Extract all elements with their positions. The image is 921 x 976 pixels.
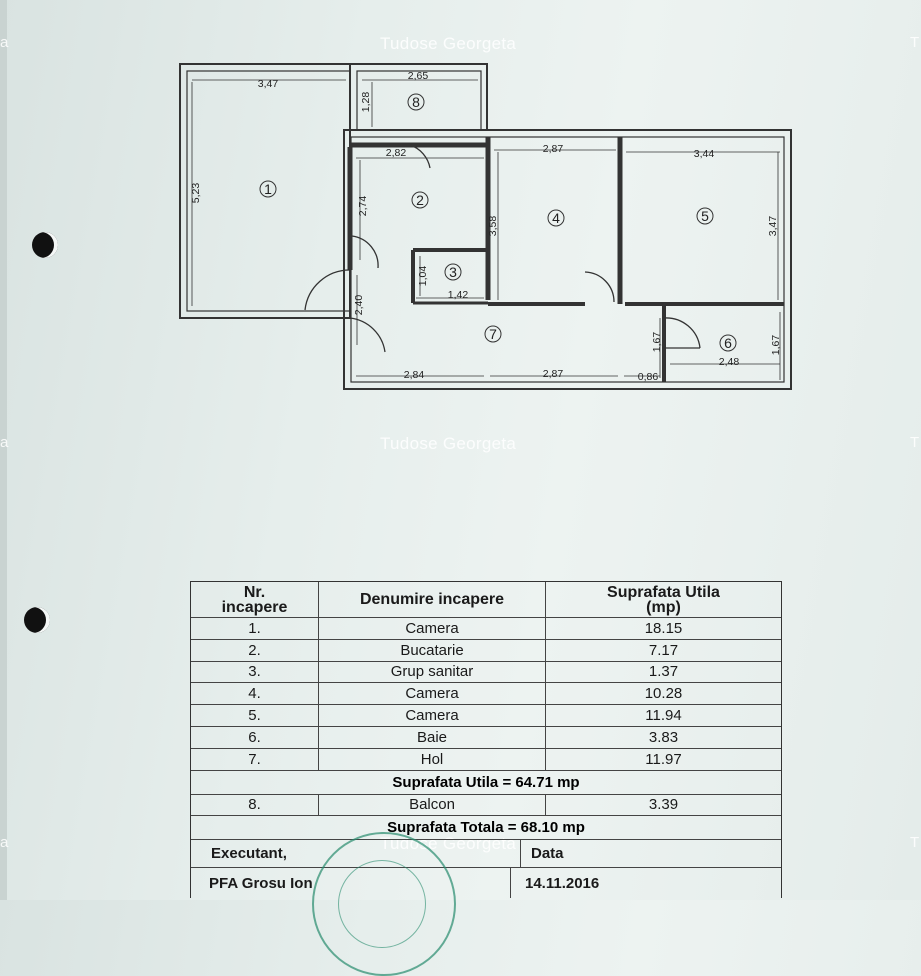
room-number-6: 6: [724, 335, 732, 351]
floor-plan: 1 2 3 4 5 6 7 8 3,47 5,23 2,65 1,28 2,82…: [179, 63, 792, 390]
balcony-row: 8. Balcon 3.39: [191, 794, 781, 817]
watermark-edge-left-bottom: a: [0, 834, 9, 851]
dim-r1-height: 5,23: [190, 183, 202, 204]
watermark-top: Tudose Georgeta: [380, 34, 517, 53]
table-row: 4. Camera 10.28: [191, 683, 781, 706]
watermark-edge-left-top: a: [0, 34, 9, 51]
dim-r4-height: 3,58: [487, 216, 499, 237]
room-number-1: 1: [264, 181, 272, 197]
executant-label: Executant,: [191, 840, 521, 868]
dim-r6-height-left: 1,67: [651, 332, 663, 353]
room-number-3: 3: [449, 264, 457, 280]
room-number-8: 8: [412, 94, 420, 110]
dim-r8-width: 2,65: [408, 70, 429, 82]
watermark-edge-right-middle: T: [910, 434, 920, 451]
table-row: 5. Camera 11.94: [191, 705, 781, 727]
header-area: Suprafata Utila (mp): [607, 583, 720, 616]
room-number-2: 2: [416, 192, 424, 208]
punch-hole-bottom: [24, 607, 50, 633]
dim-r3-width: 1,42: [448, 289, 469, 301]
total-area-row: Suprafata Totala = 68.10 mp: [191, 816, 781, 841]
table-row: 2. Bucatarie 7.17: [191, 639, 781, 662]
watermark-middle: Tudose Georgeta: [380, 434, 517, 453]
dim-bottom-2: 2,87: [543, 368, 564, 380]
dim-r5-height: 3,47: [767, 216, 779, 237]
executant-name: PFA Grosu Ion: [191, 868, 511, 899]
table-row: 7. Hol 11.97: [191, 748, 781, 771]
dim-r6-height-right: 1,67: [770, 335, 782, 356]
header-nr: Nr. incapere: [191, 582, 319, 617]
watermark-edge-right-bottom: T: [910, 834, 920, 851]
room-number-5: 5: [701, 208, 709, 224]
signature-row: PFA Grosu Ion 14.11.2016: [191, 868, 781, 899]
dim-r6-width: 2,48: [719, 356, 740, 368]
table-row: 3. Grup sanitar 1.37: [191, 661, 781, 684]
room-area-table: Nr. incapere Denumire incapere Suprafata…: [190, 581, 782, 899]
dim-bottom-3: 0,86: [638, 371, 659, 383]
room-number-7: 7: [489, 326, 497, 342]
executant-row: Executant, Data: [191, 840, 781, 869]
total-area: Suprafata Totala = 68.10 mp: [387, 819, 585, 837]
watermark-edge-left-middle: a: [0, 434, 9, 451]
date-value: 14.11.2016: [525, 874, 600, 892]
useful-area-total-row: Suprafata Utila = 64.71 mp: [191, 771, 781, 795]
dim-r2-height: 2,74: [357, 196, 369, 217]
punch-hole-top: [32, 232, 58, 258]
certification-stamp-inner: [338, 860, 426, 948]
table-row: 6. Baie 3.83: [191, 726, 781, 749]
room-number-4: 4: [552, 210, 560, 226]
useful-area-total: Suprafata Utila = 64.71 mp: [392, 773, 580, 791]
paper-edge: [0, 0, 7, 900]
dim-r4-width: 2,87: [543, 143, 564, 155]
dim-r5-width: 3,44: [694, 148, 715, 160]
dim-r7-height: 2,40: [353, 295, 365, 316]
dim-r2-width: 2,82: [386, 147, 407, 159]
date-label: Data: [531, 845, 564, 863]
watermark-edge-right-top: T: [910, 34, 920, 51]
dim-r1-width: 3,47: [258, 78, 279, 90]
dim-r3-height: 1,04: [417, 266, 429, 287]
table-header: Nr. incapere Denumire incapere Suprafata…: [191, 582, 781, 618]
table-row: 1. Camera 18.15: [191, 618, 781, 640]
dim-bottom-1: 2,84: [404, 369, 425, 381]
header-name: Denumire incapere: [319, 582, 546, 617]
dim-r8-height: 1,28: [360, 92, 372, 113]
